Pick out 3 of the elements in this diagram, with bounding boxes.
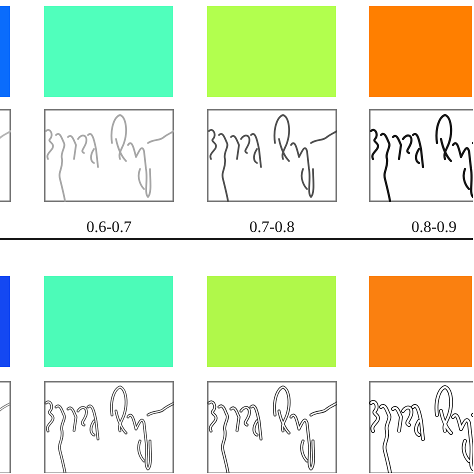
- range-label: 0.6-0.7: [86, 219, 132, 236]
- range-label: 0.7-0.8: [249, 219, 295, 236]
- range-label: 0.8-0.9: [411, 219, 457, 236]
